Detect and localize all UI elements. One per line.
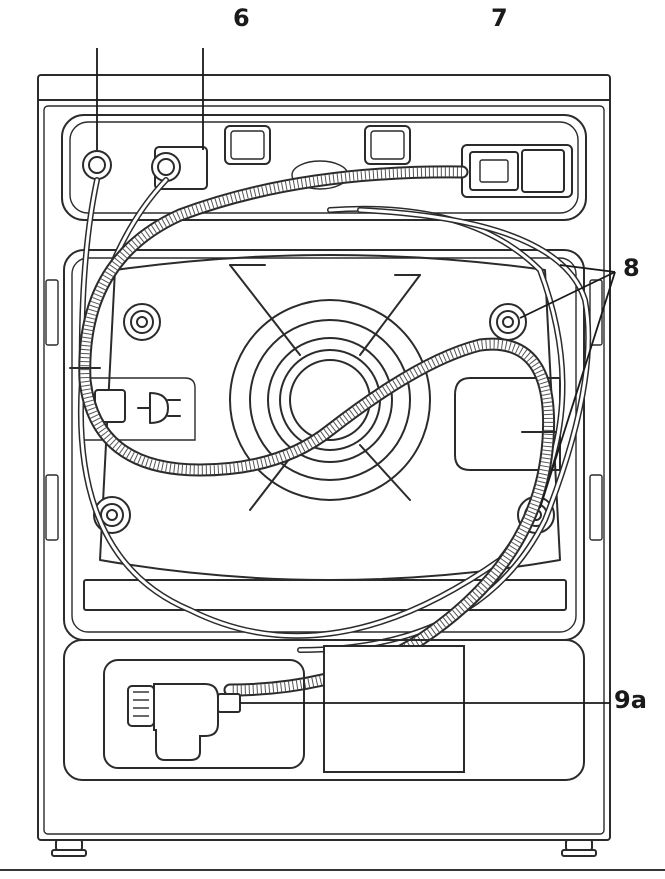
- leader-lines: [0, 48, 665, 871]
- right-recess: [454, 377, 561, 471]
- top-connection-panel: [61, 114, 587, 221]
- rear-panel: [45, 249, 603, 641]
- plug-icon: [137, 392, 181, 424]
- left-inlet-port: [82, 150, 112, 180]
- callout-label-7: 7: [491, 4, 508, 32]
- drain-hose: [69, 165, 557, 697]
- drain-hose-holder-bracket: [461, 144, 573, 198]
- transport-bolt: [123, 303, 161, 341]
- transport-bolt: [489, 303, 527, 341]
- callout-label-8: 8: [623, 254, 640, 282]
- callout-label-6: 6: [233, 4, 250, 32]
- machine-feet: [51, 839, 597, 857]
- callout-label-9a: 9a: [614, 686, 647, 714]
- bottom-service-panel: [63, 639, 585, 781]
- machine-cabinet: [37, 74, 611, 841]
- drain-pump-filter: [127, 683, 241, 761]
